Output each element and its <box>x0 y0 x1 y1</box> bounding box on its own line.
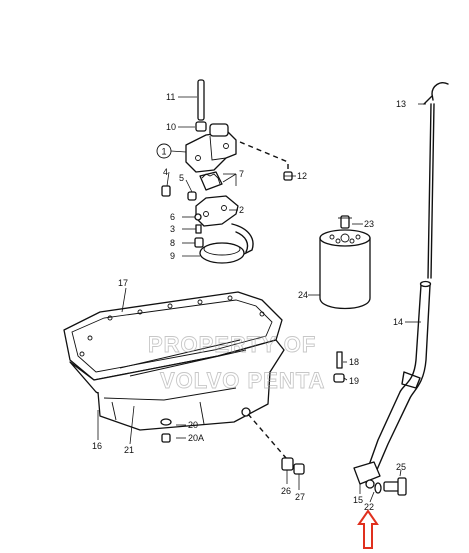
part-label-11: 11 <box>166 92 175 102</box>
part-label-9: 9 <box>170 251 175 261</box>
dipstick <box>423 82 449 279</box>
watermark-line-2: VOLVO PENTA <box>160 368 325 393</box>
part-label-14: 14 <box>393 317 403 327</box>
stud-18-and-nut-19 <box>333 351 345 383</box>
part-label-18: 18 <box>349 357 359 367</box>
part-label-27: 27 <box>295 492 305 502</box>
part-label-23: 23 <box>364 219 374 229</box>
plugs-26-27 <box>247 413 305 475</box>
part-label-8: 8 <box>170 238 175 248</box>
part-label-1: 1 <box>161 147 166 157</box>
part-label-24: 24 <box>298 290 308 300</box>
part-label-4: 4 <box>163 167 168 177</box>
oil-filter <box>319 215 371 310</box>
part-label-3: 3 <box>170 224 175 234</box>
part-label-6: 6 <box>170 212 175 222</box>
part-label-22: 22 <box>364 502 374 512</box>
part-label-5: 5 <box>179 173 184 183</box>
part-label-13: 13 <box>396 99 406 109</box>
drain-parts-15-22-25 <box>365 477 407 496</box>
part-label-20: 20 <box>188 420 198 430</box>
up-arrow-icon <box>357 509 379 549</box>
part-label-12: 12 <box>297 171 307 181</box>
part-label-20a: 20A <box>188 433 204 443</box>
part-label-7: 7 <box>239 169 244 179</box>
part-label-19: 19 <box>349 376 359 386</box>
part-label-21: 21 <box>124 445 134 455</box>
oil-pump-assembly <box>161 79 293 264</box>
part-label-2: 2 <box>239 205 244 215</box>
part-label-17: 17 <box>118 278 128 288</box>
watermark-line-1: PROPERTY OF <box>148 332 316 357</box>
part-label-16: 16 <box>92 441 102 451</box>
dipstick-tube <box>353 280 432 485</box>
washer-20-and-bolt-20a <box>160 418 172 443</box>
oil-pan <box>63 291 285 431</box>
part-label-26: 26 <box>281 486 291 496</box>
part-label-15: 15 <box>353 495 363 505</box>
part-label-10: 10 <box>166 122 176 132</box>
part-label-25: 25 <box>396 462 406 472</box>
